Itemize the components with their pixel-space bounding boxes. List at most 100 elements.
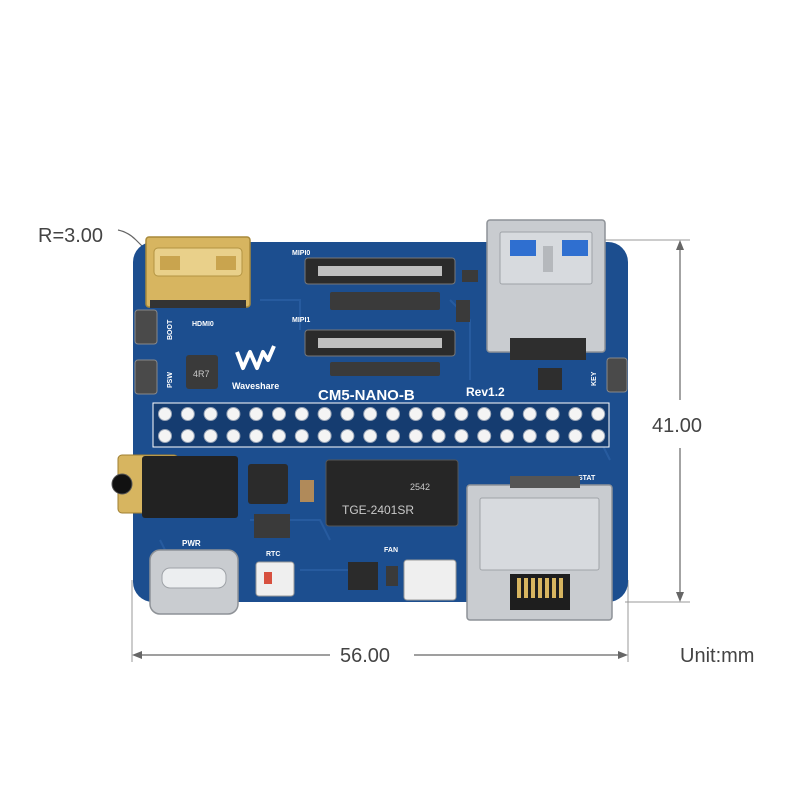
mipi0-contacts [318,266,442,276]
gpio-pad [249,407,264,421]
audio-jack-body [142,456,238,518]
boot-label: BOOT [167,319,174,340]
mipi1-contacts [318,338,442,348]
usb-a-connector [486,219,606,360]
key-button [606,357,628,393]
usb-c-opening [161,567,227,589]
radius-leader-line [117,229,143,247]
key-label: KEY [591,371,598,386]
magnetics-chip: 2542 TGE-2401SR [325,459,459,527]
usb-side-chip [538,368,562,390]
rj45-contacts [517,578,563,598]
gpio-pad [477,407,492,421]
pwr-button-label: PSW [167,372,174,388]
chip-code-label: 2542 [410,482,430,492]
gpio-pad [477,429,492,443]
pwr-label: PWR [182,539,201,548]
gpio-pad [454,429,469,443]
gpio-pad [500,407,514,421]
magnetics-body [325,459,459,527]
gpio-pad [340,429,355,443]
boot-button [134,309,158,345]
gpio-pad [454,407,469,421]
mipi0-label: MIPI0 [292,250,310,257]
hdmi-latch-right [216,256,236,270]
hdmi0-label: HDMI0 [192,321,214,328]
revision-label: Rev1.2 [466,385,505,399]
gpio-pad [226,429,241,443]
gpio-pad [180,429,195,443]
gpio-pad [591,407,606,421]
gpio-pad [408,407,423,421]
small-chip-bottom [348,562,378,590]
hdmi-latch-left [160,256,180,270]
width-arrow-right [618,651,628,659]
gpio-pad [317,429,332,443]
audio-jack-port [111,473,133,495]
hdmi-pins [150,300,246,308]
gpio-pad [386,429,400,443]
height-label: 41.00 [652,415,702,437]
dimension-annotations: R=3.00 41.00 56.00 Unit:mm [38,225,754,667]
width-label: 56.00 [340,645,390,667]
small-chip-left [254,514,290,538]
gpio-pad [431,407,446,421]
waveshare-logo-mark [235,345,276,370]
mipi0-connector [304,257,456,285]
gpio-pad [272,429,286,443]
small-components-mid [330,270,478,376]
capacitor [300,480,314,502]
gpio-pad [158,429,172,443]
gpio-pad [500,429,514,443]
pcb-board: BOOT PSW HDMI0 4R7 Waveshare MIPI0 MIPI1 [111,219,628,621]
gpio-pad [568,429,583,443]
unit-label: Unit:mm [680,645,754,667]
gpio-pad [294,429,309,443]
gpio-header [152,402,610,448]
rtc-connector [255,561,295,597]
gpio-pad [591,429,606,443]
inductor [186,355,218,389]
usb-c-connector [149,549,239,615]
rtc-label: RTC [266,551,280,558]
usb-pins [510,338,586,360]
gpio-pad [203,407,218,421]
gpio-pad [226,407,241,421]
rtc-pin [264,572,272,584]
waveshare-logo: Waveshare [232,345,279,391]
audio-jack [111,454,238,518]
usb-tongue-left [510,240,536,256]
gpio-pad [568,407,583,421]
usb-center-pin [543,246,553,272]
gpio-pad [249,429,264,443]
gpio-pad [158,407,172,421]
height-arrow-bottom [676,592,684,602]
gpio-pad [522,407,537,421]
mipi1-label: MIPI1 [292,317,310,324]
fan-connector [403,559,457,601]
gpio-pad [522,429,537,443]
height-arrow-top [676,240,684,250]
processor-chip [248,464,288,504]
gpio-pad [408,429,423,443]
gpio-pad [545,407,560,421]
gpio-pad [545,429,560,443]
gpio-pad [272,407,286,421]
rj45-top-panel [479,497,600,571]
gpio-pad [363,429,378,443]
hdmi-connector [145,236,251,308]
gpio-pad [363,407,378,421]
chip-part-label: TGE-2401SR [342,503,414,517]
small-component-bottom [386,566,398,586]
gpio-pad [317,407,332,421]
width-arrow-left [132,651,142,659]
gpio-pad [340,407,355,421]
gpio-outline [152,402,610,448]
radius-label: R=3.00 [38,225,103,247]
gpio-pad [180,407,195,421]
fan-label: FAN [384,547,398,554]
pwr-button [134,359,158,395]
model-label: CM5-NANO-B [318,387,415,404]
gpio-pad [203,429,218,443]
